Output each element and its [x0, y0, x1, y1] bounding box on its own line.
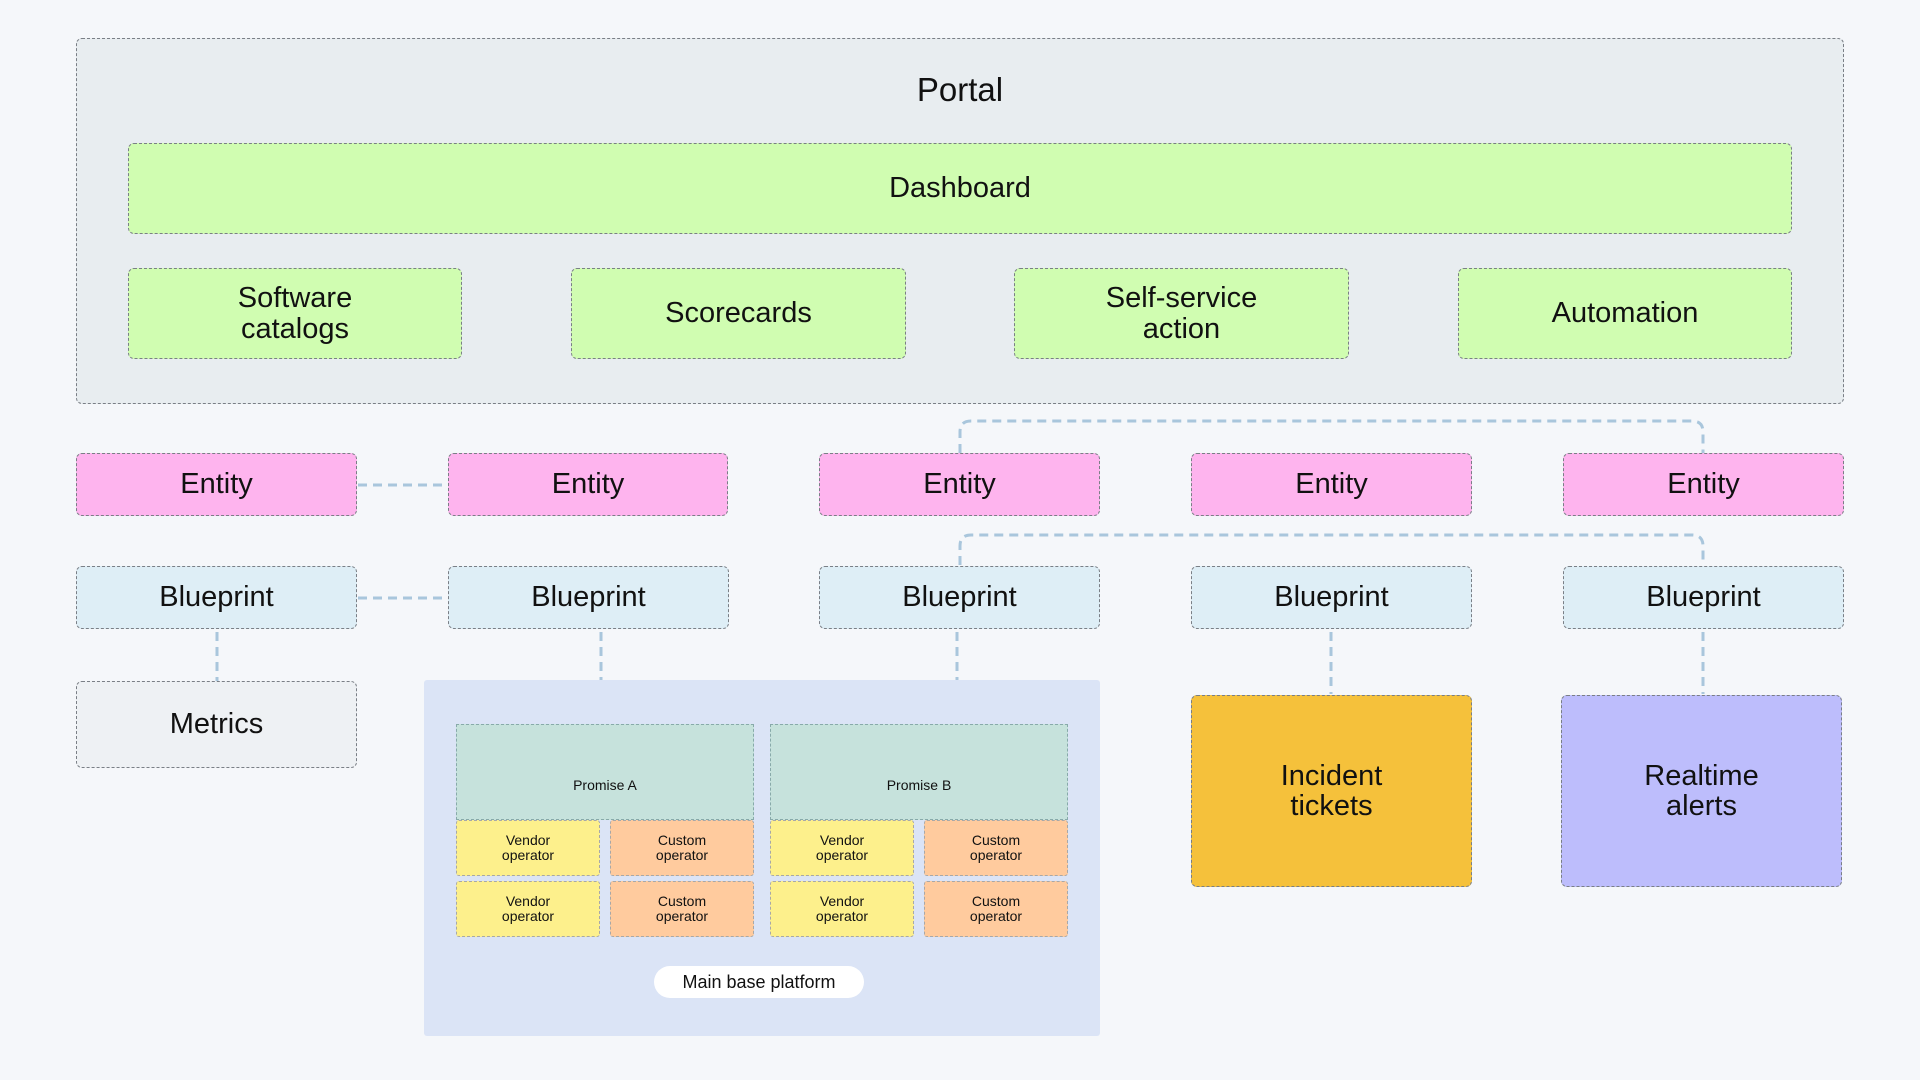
software-catalogs-box[interactable]: Software catalogs — [128, 268, 462, 359]
platform-label: Main base platform — [654, 966, 864, 998]
vendor-operator-b1[interactable]: Vendor operator — [770, 820, 914, 876]
blueprint-box-2[interactable]: Blueprint — [448, 566, 729, 629]
realtime-alerts-box[interactable]: Realtime alerts — [1561, 695, 1842, 887]
promise-b[interactable]: Promise B — [770, 724, 1068, 820]
custom-operator-b2[interactable]: Custom operator — [924, 881, 1068, 937]
promise-b-title: Promise B — [886, 777, 952, 793]
blueprint-box-5[interactable]: Blueprint — [1563, 566, 1844, 629]
automation-box[interactable]: Automation — [1458, 268, 1792, 359]
blueprint-box-3[interactable]: Blueprint — [819, 566, 1100, 629]
incident-tickets-box[interactable]: Incident tickets — [1191, 695, 1472, 887]
portal-title: Portal — [916, 71, 1004, 108]
entity-box-2[interactable]: Entity — [448, 453, 728, 516]
entity-box-1[interactable]: Entity — [76, 453, 357, 516]
metrics-box[interactable]: Metrics — [76, 681, 357, 768]
blueprint-arc-connector — [958, 533, 1705, 565]
entity-arc-connector — [958, 419, 1705, 453]
entity-box-3[interactable]: Entity — [819, 453, 1100, 516]
self-service-action-box[interactable]: Self-service action — [1014, 268, 1349, 359]
scorecards-box[interactable]: Scorecards — [571, 268, 906, 359]
vendor-operator-a1[interactable]: Vendor operator — [456, 820, 600, 876]
entity-box-4[interactable]: Entity — [1191, 453, 1472, 516]
promise-a-title: Promise A — [573, 777, 637, 793]
blueprint-box-1[interactable]: Blueprint — [76, 566, 357, 629]
entity-box-5[interactable]: Entity — [1563, 453, 1844, 516]
custom-operator-a1[interactable]: Custom operator — [610, 820, 754, 876]
promise-a[interactable]: Promise A — [456, 724, 754, 820]
custom-operator-b1[interactable]: Custom operator — [924, 820, 1068, 876]
blueprint-box-4[interactable]: Blueprint — [1191, 566, 1472, 629]
vendor-operator-a2[interactable]: Vendor operator — [456, 881, 600, 937]
vendor-operator-b2[interactable]: Vendor operator — [770, 881, 914, 937]
custom-operator-a2[interactable]: Custom operator — [610, 881, 754, 937]
dashboard-box[interactable]: Dashboard — [128, 143, 1792, 234]
